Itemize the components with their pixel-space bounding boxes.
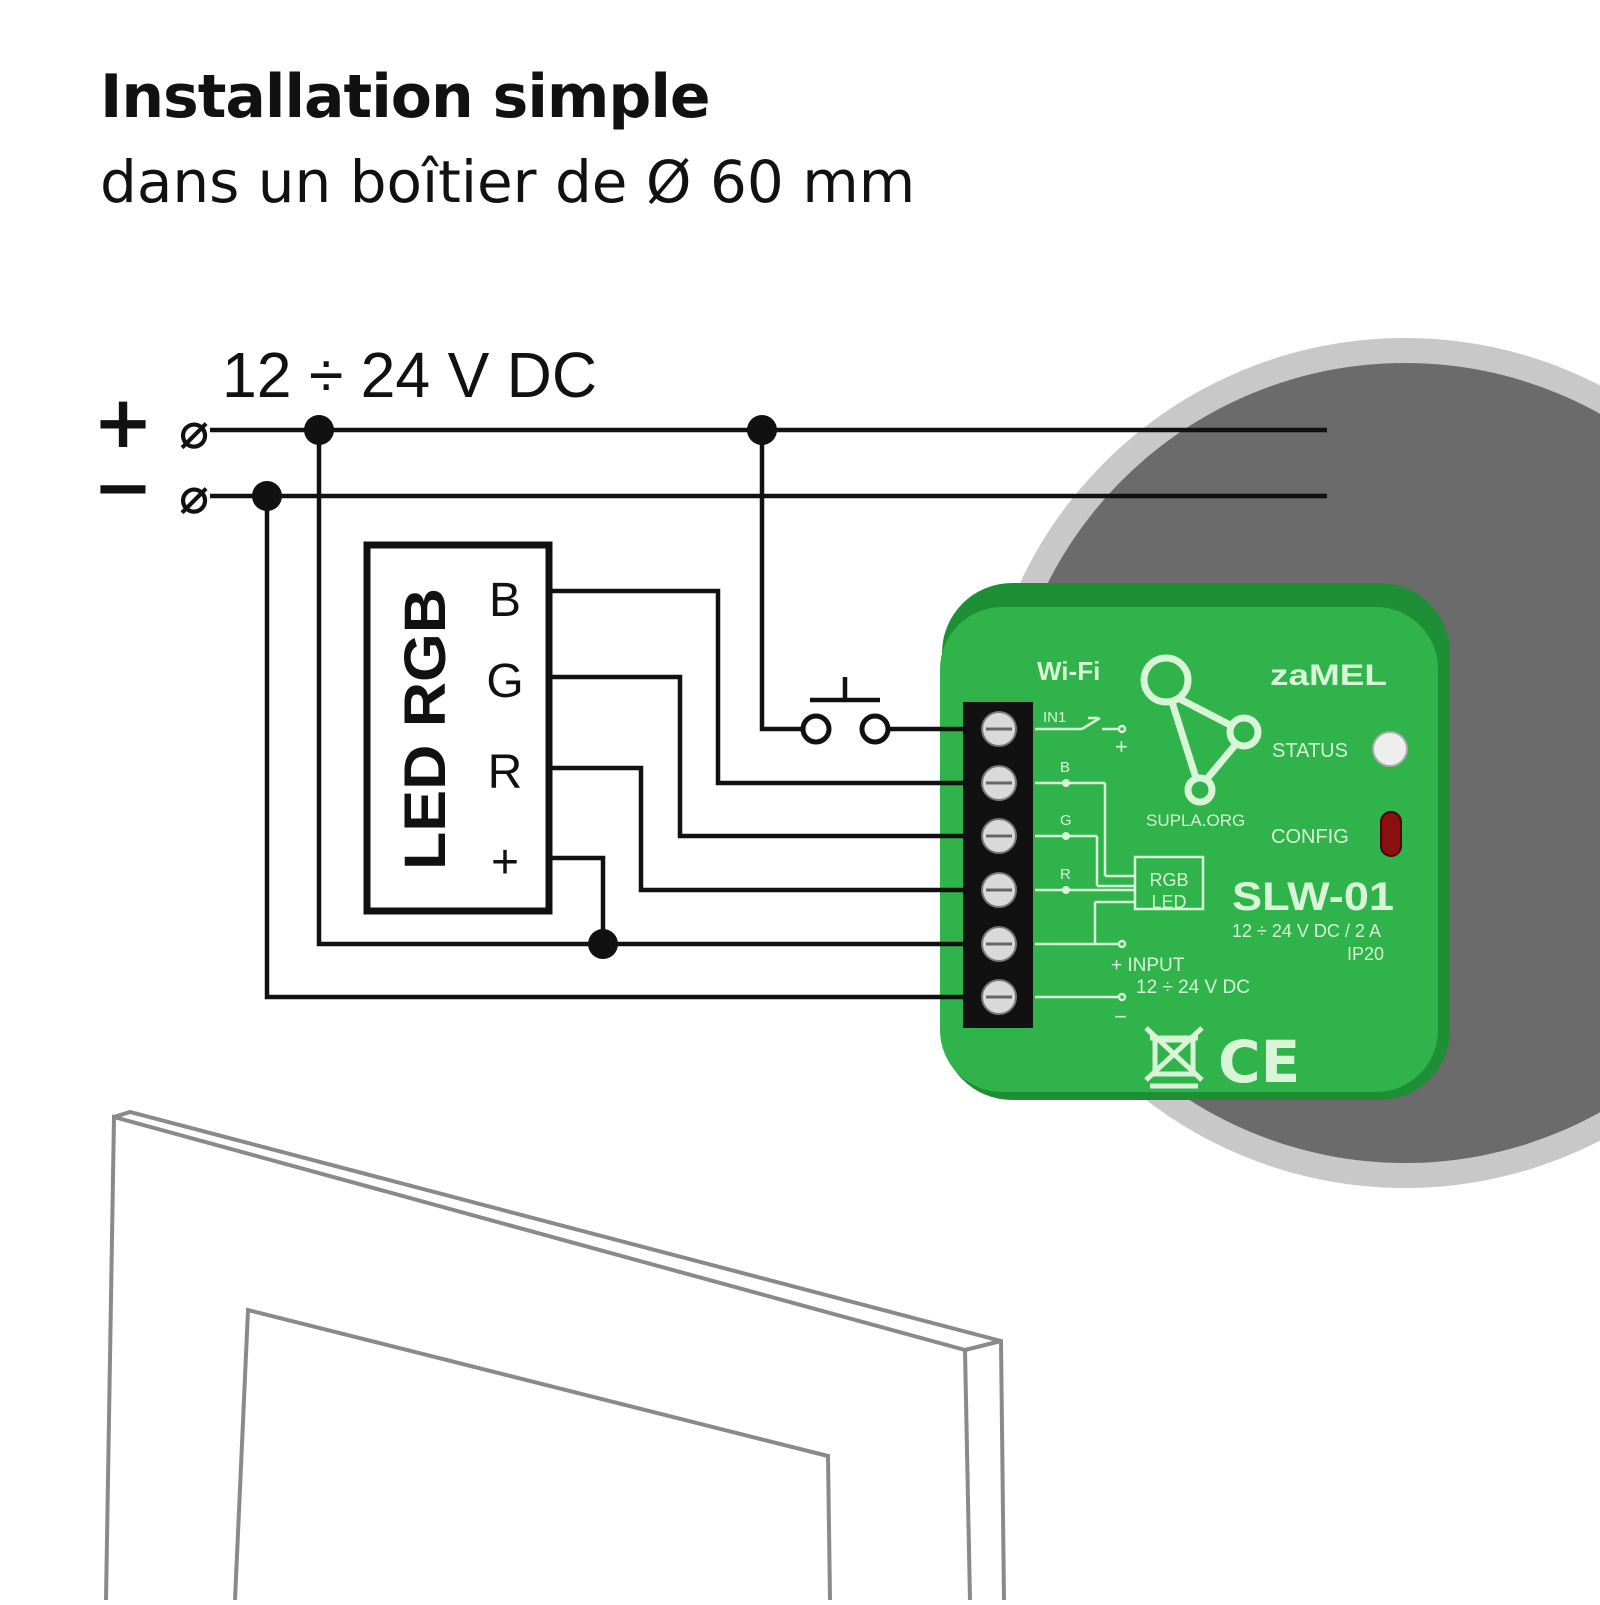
module-brand-logo: zaMEL — [1270, 659, 1387, 692]
module-labels: Wi-Fi zaMEL IN1 + STATUS SUPLA.ORG CONFI… — [1037, 656, 1394, 1096]
module-supla-label: SUPLA.ORG — [1146, 811, 1245, 830]
module-internal-wiring — [1035, 716, 1205, 1002]
supply-plus-symbol: + — [93, 380, 153, 464]
module-status-label: STATUS — [1272, 740, 1348, 762]
led-pin-r: R — [488, 746, 523, 799]
wire-junctions — [252, 415, 777, 959]
module-internal-dots — [1062, 779, 1070, 894]
screw-minus — [981, 979, 1017, 1015]
terminal-screws — [981, 711, 1017, 1015]
weee-bin-icon — [1144, 1026, 1204, 1089]
screw-r — [981, 872, 1017, 908]
led-rgb-label: LED RGB — [393, 588, 458, 870]
status-led — [1372, 731, 1408, 767]
supply-terminal-plus: ⌀ — [179, 402, 209, 460]
module-ip-label: IP20 — [1347, 944, 1384, 964]
led-rgb-box — [363, 541, 553, 915]
screw-g — [981, 818, 1017, 854]
led-pin-b: B — [489, 574, 521, 627]
module-in1-plus: + — [1115, 734, 1128, 759]
led-pin-g: G — [486, 655, 523, 708]
supla-logo — [1140, 654, 1262, 806]
screw-b — [981, 765, 1017, 801]
led-pin-plus: + — [491, 836, 519, 889]
external-wiring — [210, 427, 1327, 1000]
module-ce-mark: CE — [1218, 1028, 1300, 1096]
module-rating-label: 12 ÷ 24 V DC / 2 A — [1232, 921, 1381, 941]
switch-contacts — [800, 713, 891, 745]
screw-plus — [981, 926, 1017, 962]
module-minus-label: − — [1114, 1004, 1127, 1029]
module-model-label: SLW-01 — [1232, 875, 1394, 919]
module-b-label: B — [1060, 759, 1070, 776]
terminal-block — [963, 702, 1033, 1028]
supply-terminal-minus: ⌀ — [179, 467, 209, 525]
page-subtitle: dans un boîtier de Ø 60 mm — [100, 148, 916, 216]
supply-minus-symbol: − — [93, 445, 153, 529]
config-button[interactable] — [1380, 811, 1402, 857]
module-wifi-label: Wi-Fi — [1037, 656, 1100, 686]
screw-in1 — [981, 711, 1017, 747]
module-in1-label: IN1 — [1043, 709, 1066, 726]
module-rgb-led-line2: LED — [1151, 892, 1186, 912]
module-input-label: + INPUT — [1111, 955, 1185, 976]
module-input-voltage: 12 ÷ 24 V DC — [1136, 977, 1250, 998]
module-config-label: CONFIG — [1271, 826, 1349, 848]
wall-switch-frame — [104, 1109, 1006, 1601]
page-title: Installation simple — [100, 62, 711, 132]
supply-voltage-label: 12 ÷ 24 V DC — [222, 339, 597, 411]
module-r-label: R — [1060, 866, 1071, 883]
module-g-label: G — [1060, 812, 1072, 829]
module-rgb-led-line1: RGB — [1149, 870, 1188, 890]
slw-01-module — [940, 583, 1450, 1100]
